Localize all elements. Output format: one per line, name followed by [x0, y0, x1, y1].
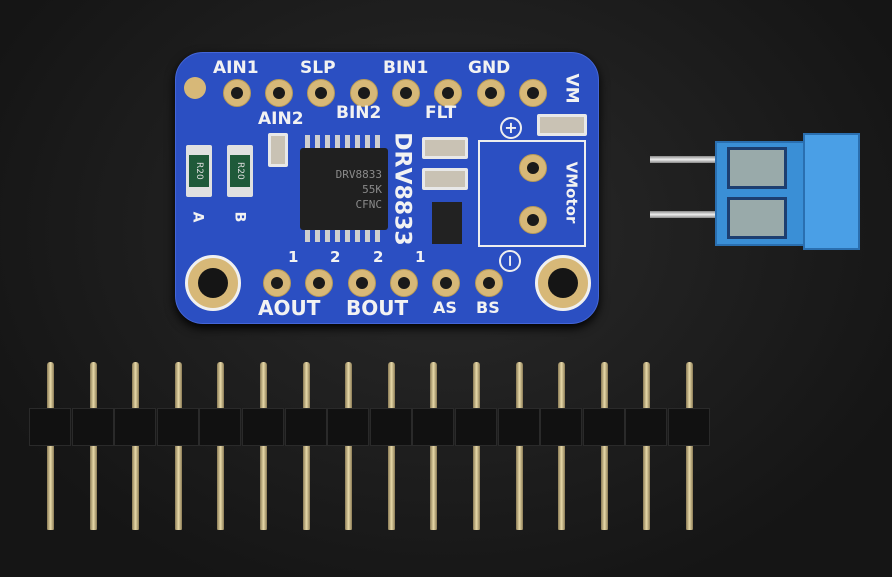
- label-vm: VM: [561, 73, 582, 104]
- header-pin: [473, 362, 480, 530]
- screw-terminal-block: [715, 133, 860, 250]
- resistor-b: R20: [227, 145, 253, 197]
- capacitor: [422, 168, 468, 190]
- pin-pad: [350, 79, 378, 107]
- header-pin: [600, 362, 608, 530]
- mounting-hole: [185, 255, 241, 311]
- pin-pad: [392, 79, 420, 107]
- motor-pad: [519, 154, 547, 182]
- channel-number: 2: [373, 248, 384, 266]
- header-housing-segment: [327, 408, 370, 446]
- minus-marker: −: [499, 250, 521, 272]
- fiducial: [184, 77, 206, 99]
- label-ain2: AIN2: [258, 109, 304, 129]
- chip-text: 55K: [362, 183, 382, 196]
- pin-pad: [263, 269, 291, 297]
- header-pin: [643, 362, 651, 530]
- channel-number: 2: [330, 248, 341, 266]
- transistor: [432, 202, 462, 244]
- header-pin: [260, 362, 267, 530]
- header-pin: [430, 362, 438, 530]
- resistor-code: R20: [189, 155, 209, 187]
- label-a: A: [189, 211, 206, 223]
- pin-pad: [477, 79, 505, 107]
- header-pin: [174, 362, 182, 530]
- channel-number: 1: [415, 248, 426, 266]
- header-housing-segment: [497, 408, 540, 446]
- pin-pad: [265, 79, 293, 107]
- header-housing-segment: [114, 408, 157, 446]
- header-housing-segment: [412, 408, 455, 446]
- header-pin: [132, 362, 140, 530]
- header-pin: [47, 362, 54, 530]
- vmotor-label: VMotor: [562, 161, 581, 224]
- pin-pad: [307, 79, 335, 107]
- pin-pad: [519, 79, 547, 107]
- label-gnd: GND: [468, 58, 511, 78]
- channel-number: 1: [288, 248, 299, 266]
- label-b: B: [231, 211, 248, 223]
- pin-pad: [305, 269, 333, 297]
- header-pin: [217, 362, 225, 530]
- header-housing-segment: [369, 408, 412, 446]
- capacitor: [537, 114, 587, 136]
- header-housing-segment: [625, 408, 668, 446]
- header-housing-segment: [242, 408, 284, 446]
- header-housing-segment: [199, 408, 242, 446]
- pin-pad: [348, 269, 376, 297]
- label-bs: BS: [476, 298, 500, 317]
- chip-text: CFNC: [355, 198, 383, 211]
- label-bout: BOUT: [346, 296, 409, 320]
- header-housing-segment: [455, 408, 497, 446]
- label-aout: AOUT: [258, 296, 321, 320]
- plus-marker: +: [500, 117, 522, 139]
- header-pin: [89, 362, 97, 530]
- part-name-label: DRV8833: [389, 132, 415, 246]
- label-bin2: BIN2: [336, 103, 382, 123]
- header-housing-segment: [71, 408, 114, 446]
- header-pin: [302, 362, 310, 530]
- driver-ic: DRV8833 55K CFNC: [300, 148, 388, 230]
- header-housing-segment: [284, 408, 327, 446]
- header-housing-segment: [540, 408, 583, 446]
- header-housing-segment: [582, 408, 625, 446]
- header-pin: [686, 362, 693, 530]
- label-ain1: AIN1: [213, 58, 259, 78]
- capacitor: [268, 133, 288, 167]
- label-as: AS: [433, 298, 457, 317]
- terminal-pin: [650, 156, 725, 163]
- vmotor-outline: [478, 140, 586, 247]
- pin-pad: [390, 269, 418, 297]
- header-housing-segment: [668, 408, 710, 446]
- pin-pad: [475, 269, 503, 297]
- mounting-hole: [535, 255, 591, 311]
- resistor-code: R20: [230, 155, 250, 187]
- chip-text: DRV8833: [335, 168, 382, 181]
- header-pin: [558, 362, 566, 530]
- capacitor: [422, 137, 468, 159]
- header-housing-segment: [29, 408, 71, 446]
- terminal-pin: [650, 211, 725, 218]
- header-pin: [515, 362, 523, 530]
- label-slp: SLP: [300, 58, 336, 78]
- header-pin: [345, 362, 353, 530]
- pin-pad: [432, 269, 460, 297]
- motor-pad: [519, 206, 547, 234]
- label-bin1: BIN1: [383, 58, 429, 78]
- header-housing-segment: [156, 408, 199, 446]
- pin-pad: [434, 79, 462, 107]
- pin-pad: [223, 79, 251, 107]
- header-pin: [387, 362, 395, 530]
- resistor-a: R20: [186, 145, 212, 197]
- label-flt: FLT: [425, 103, 457, 123]
